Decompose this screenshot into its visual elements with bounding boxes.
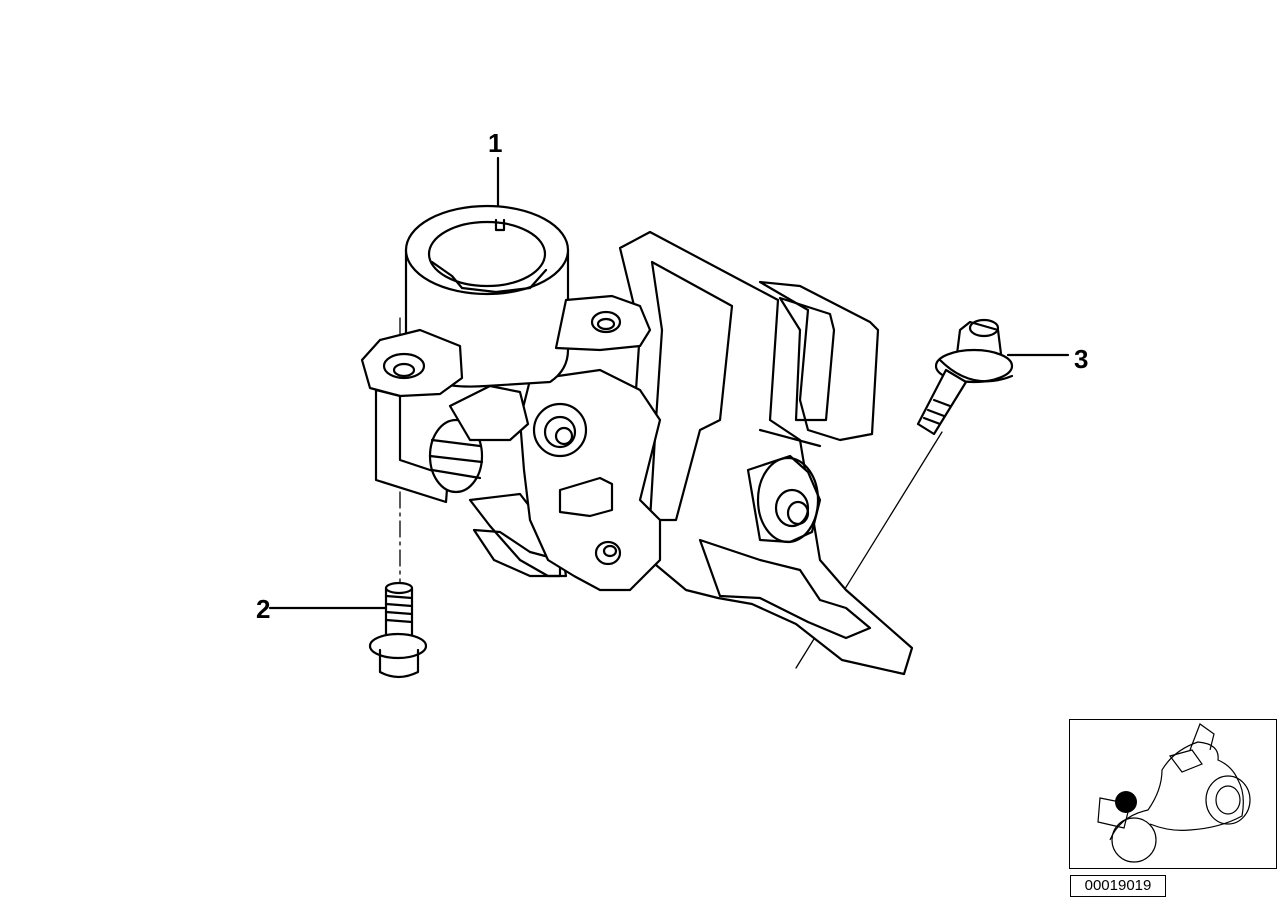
location-marker bbox=[1115, 791, 1137, 813]
motorcycle-locator-thumbnail bbox=[1069, 719, 1277, 869]
spring-shaft bbox=[374, 384, 530, 504]
bolt-3 bbox=[916, 318, 1014, 436]
lock-housing bbox=[360, 204, 652, 398]
bracket-plate bbox=[618, 230, 914, 676]
callout-number-3: 3 bbox=[1074, 344, 1089, 374]
callout-number-2: 2 bbox=[256, 594, 271, 624]
roller-cylinder bbox=[746, 454, 822, 544]
motorcycle-locator-icon bbox=[1097, 723, 1251, 863]
bolt-2 bbox=[368, 581, 428, 679]
reference-code: 00019019 bbox=[1070, 875, 1166, 897]
callout-number-1: 1 bbox=[488, 128, 503, 158]
lever-body bbox=[468, 368, 662, 592]
